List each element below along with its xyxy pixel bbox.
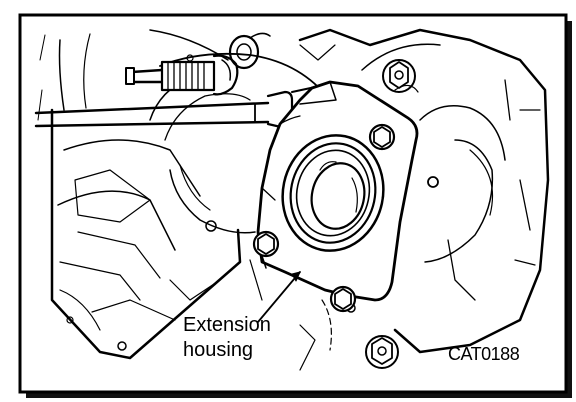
flange-bolt-bottom-right (329, 285, 357, 313)
flange-bolts (252, 123, 396, 313)
extension-housing-seal (281, 134, 385, 252)
bolt-boss-bottom (365, 335, 399, 369)
output-shaft (125, 32, 271, 96)
callout-label-line1: Extension (183, 314, 271, 336)
callout-label-line2: housing (183, 339, 254, 361)
bolt-boss-top (382, 59, 416, 93)
figure-code: CAT0188 (448, 344, 520, 364)
case-details (249, 44, 439, 371)
callout-leader (257, 271, 301, 323)
adapter-case (298, 28, 550, 354)
flange-bolt-top-right (368, 123, 396, 151)
flange-bolt-left (252, 230, 280, 269)
